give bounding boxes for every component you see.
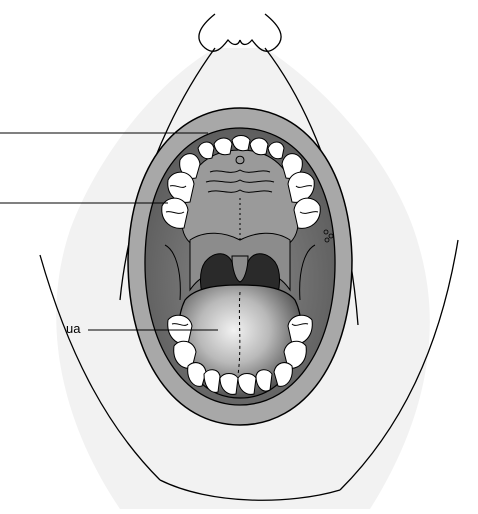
nose-icon — [199, 14, 281, 51]
tongue-label: ua — [66, 321, 80, 336]
